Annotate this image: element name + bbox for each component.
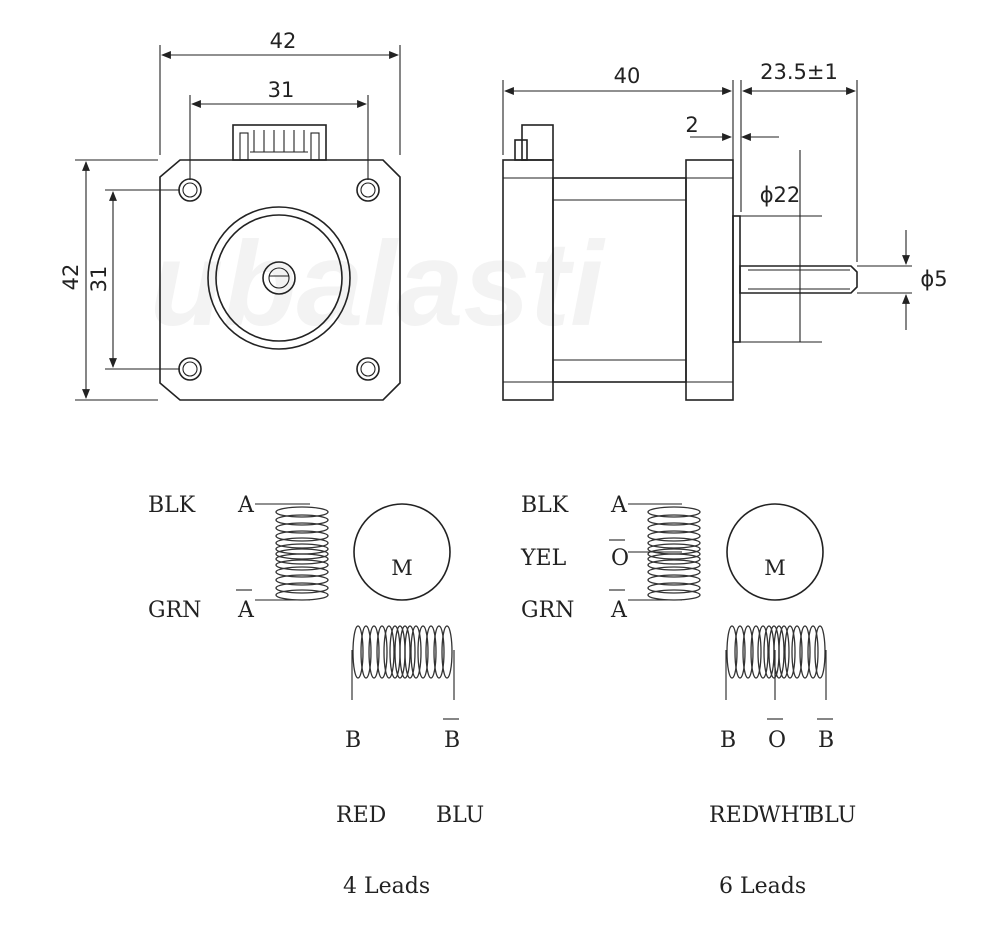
dim-width-outer: 42: [270, 29, 297, 53]
wire-label-blk: BLK: [148, 493, 196, 518]
wire-label-grn: GRN: [148, 598, 201, 623]
watermark: ubalasti: [150, 217, 606, 351]
motor-symbol: [726, 503, 824, 601]
pin-label-o-bar: O: [768, 728, 786, 753]
side-shaft: [739, 265, 858, 294]
pin-label-a-bar: A: [610, 598, 628, 623]
front-boss: [207, 206, 351, 350]
pin-label-a-bar: A: [237, 598, 255, 623]
pin-label-b: B: [345, 728, 361, 753]
pin-label-a: A: [237, 493, 255, 518]
dim-shaft-dia: ϕ5: [920, 267, 947, 291]
front-view: 42 31 42 31: [59, 29, 401, 401]
wire-label-blk: BLK: [521, 493, 569, 518]
dim-height-outer: 42: [59, 264, 83, 291]
mount-hole: [356, 357, 380, 381]
wire-label-red: RED: [336, 803, 386, 828]
motor-letter: M: [764, 556, 786, 580]
dim-body-length: 40: [614, 64, 641, 88]
wiring-6-leads: BLK YEL GRN A O A M: [520, 493, 856, 899]
pin-label-a: A: [610, 493, 628, 518]
mount-hole: [356, 178, 380, 202]
pin-label-o-bar: O: [611, 546, 629, 571]
pin-label-b-bar: B: [444, 728, 460, 753]
coil-a: [255, 503, 329, 601]
dim-flange: 2: [685, 113, 698, 137]
dim-shaft-length: 23.5±1: [760, 60, 838, 84]
coil-a-center-tap: [628, 503, 701, 601]
wire-label-grn: GRN: [521, 598, 574, 623]
coil-b: [351, 625, 455, 700]
side-boss: [732, 215, 741, 343]
wiring-4-leads: BLK GRN A A M: [148, 493, 484, 899]
front-cap: [685, 159, 734, 401]
wire-label-red: RED: [709, 803, 759, 828]
caption-6-leads: 6 Leads: [719, 874, 806, 899]
front-shaft: [262, 261, 296, 295]
wire-label-yel: YEL: [520, 546, 567, 571]
wire-label-blu: BLU: [436, 803, 484, 828]
dim-boss-dia: ϕ22: [760, 183, 801, 207]
coil-b-center-tap: [725, 625, 827, 700]
caption-4-leads: 4 Leads: [343, 874, 430, 899]
dim-height-hole: 31: [87, 266, 111, 293]
mount-hole: [178, 357, 202, 381]
mount-hole: [178, 178, 202, 202]
side-view: 40 23.5±1 2 ϕ22 ϕ5: [502, 60, 948, 401]
dim-width-hole: 31: [268, 78, 295, 102]
front-body-outline: [159, 159, 401, 401]
pin-label-b-bar: B: [818, 728, 834, 753]
connector: [232, 124, 327, 161]
wire-label-blu: BLU: [808, 803, 856, 828]
motor-letter: M: [391, 556, 413, 580]
pin-label-b: B: [720, 728, 736, 753]
wire-label-wht: WHT: [758, 803, 815, 828]
motor-symbol: [353, 503, 451, 601]
